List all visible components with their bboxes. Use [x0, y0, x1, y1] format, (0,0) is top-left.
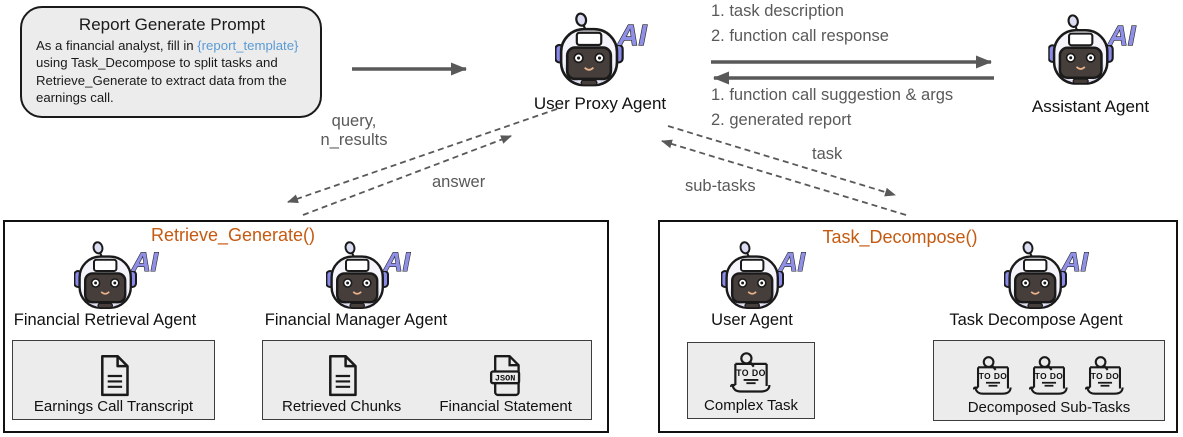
retrieve-generate-title: Retrieve_Generate() [150, 225, 316, 245]
complex-task-icon-row: TO DO [729, 343, 773, 397]
ai-badge: AI [617, 20, 648, 52]
retrieved-chunks-label: Retrieved Chunks [282, 398, 402, 415]
decomposed-subtasks-panel: TO DO TO DO TO DO Decomposed Sub-Tasks [933, 340, 1165, 421]
user-proxy-agent-label: User Proxy Agent [533, 94, 667, 113]
document-icon [324, 354, 360, 398]
financial-retrieval-robot-icon: AI [74, 239, 159, 315]
todo-list-icon: TO DO [1084, 355, 1126, 399]
assistant-agent-label: Assistant Agent [1031, 97, 1150, 116]
subtasks-icon-row: TO DO TO DO TO DO [972, 341, 1126, 399]
ai-badge: AI [1107, 20, 1137, 51]
flow-label-task-description: 1. task description [711, 2, 844, 20]
financial-manager-robot-icon: AI [326, 239, 411, 315]
document-icon [96, 354, 132, 398]
ai-badge: AI [383, 247, 411, 277]
flow-label-generated-report: 2. generated report [711, 111, 852, 129]
financial-statement-item: JSON Financial Statement [439, 354, 572, 419]
prompt-body: As a financial analyst, fill in {report_… [36, 37, 314, 107]
financial-statement-label: Financial Statement [439, 398, 572, 415]
task-decompose-agent-label: Task Decompose Agent [949, 311, 1123, 329]
flow-label-answer: answer [432, 173, 486, 191]
retrieved-chunks-item: Retrieved Chunks [282, 354, 401, 419]
complex-task-panel: TO DO Complex Task [687, 342, 815, 419]
query-line2: n_results [320, 131, 388, 149]
ai-badge: AI [131, 247, 159, 277]
todo-list-icon: TO DO [729, 351, 773, 397]
ai-badge: AI [1061, 247, 1089, 277]
flow-label-subtasks: sub-tasks [685, 177, 756, 195]
complex-task-label: Complex Task [704, 397, 798, 414]
task-decompose-title: Task_Decompose() [822, 227, 978, 247]
json-file-icon: JSON [489, 355, 520, 397]
user-agent-label: User Agent [711, 311, 793, 329]
query-line1: query, [331, 112, 377, 130]
user-agent-robot-icon: AI [721, 239, 806, 315]
prompt-body-before: As a financial analyst, fill in [36, 38, 198, 53]
flow-label-function-call-response: 2. function call response [711, 27, 889, 45]
earnings-call-transcript-panel: Earnings Call Transcript [12, 340, 215, 420]
decomposed-subtasks-label: Decomposed Sub-Tasks [967, 399, 1131, 416]
todo-icon-label: TO DO [736, 368, 766, 378]
todo-icon-label: TO DO [1091, 371, 1120, 381]
ai-badge: AI [778, 247, 806, 277]
user-proxy-robot-icon: AI [555, 10, 648, 93]
financial-manager-agent-label: Financial Manager Agent [264, 311, 448, 329]
json-icon-label: JSON [494, 374, 515, 384]
transcript-icon-row [96, 341, 132, 398]
todo-icon-label: TO DO [1035, 371, 1064, 381]
assistant-robot-icon: AI [1048, 12, 1138, 91]
todo-list-icon: TO DO [1028, 355, 1070, 399]
task-decompose-robot-icon: AI [1004, 239, 1089, 315]
todo-icon-label: TO DO [979, 371, 1008, 381]
todo-list-icon: TO DO [972, 355, 1014, 399]
report-generate-prompt-box: Report Generate Prompt As a financial an… [20, 6, 322, 118]
prompt-title: Report Generate Prompt [78, 15, 266, 34]
prompt-body-after: using Task_Decompose to split tasks and … [36, 55, 287, 106]
earnings-call-transcript-label: Earnings Call Transcript [33, 398, 194, 415]
flow-label-query: query, n_results [299, 112, 409, 150]
manager-data-panel: Retrieved Chunks JSON Financial Statemen… [262, 340, 592, 420]
flow-label-function-call-suggestion: 1. function call suggestion & args [711, 86, 954, 104]
flow-label-task: task [812, 145, 843, 163]
prompt-template-placeholder: {report_template} [197, 38, 299, 53]
financial-retrieval-agent-label: Financial Retrieval Agent [13, 311, 197, 329]
